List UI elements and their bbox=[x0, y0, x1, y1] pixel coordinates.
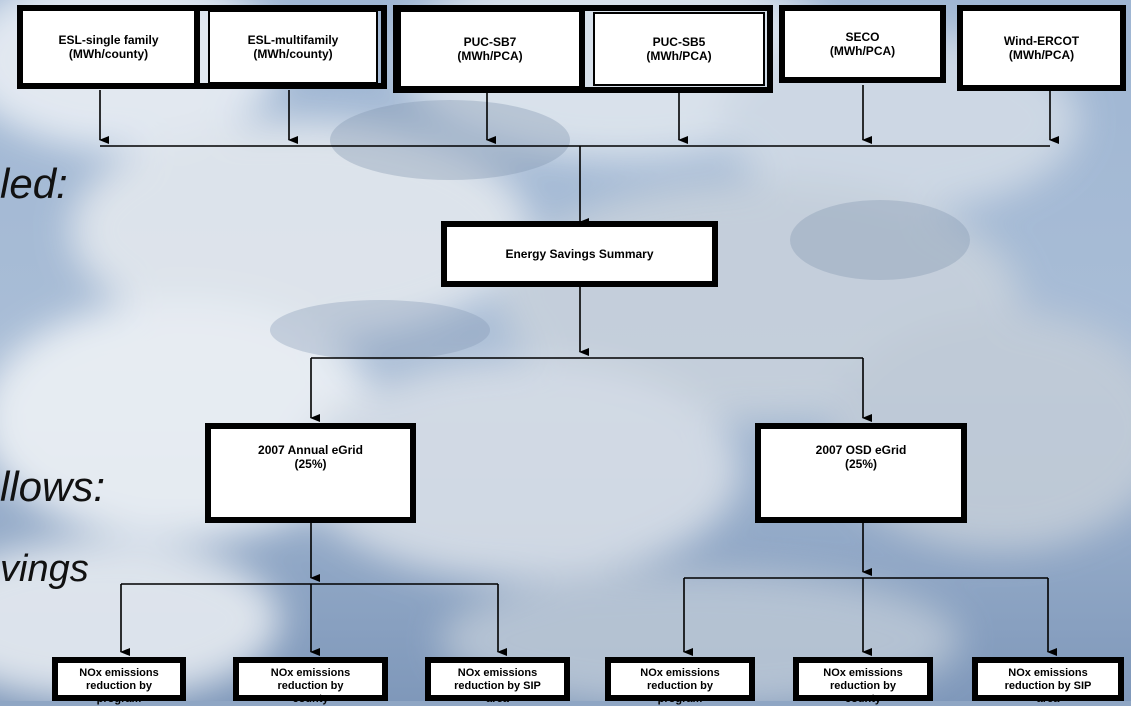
source-name: SECO bbox=[845, 30, 880, 44]
output-line-2: reduction by bbox=[646, 680, 713, 692]
source-name: PUC-SB5 bbox=[652, 35, 706, 49]
source-name: Wind-ERCOT bbox=[1003, 34, 1080, 48]
output-line-2: reduction by bbox=[829, 680, 896, 692]
partial-text-3: vings bbox=[0, 548, 89, 590]
partial-text-2: llows: bbox=[0, 463, 106, 510]
output-line-1: NOx emissions bbox=[457, 667, 538, 679]
source-unit: (MWh/county) bbox=[68, 47, 149, 61]
output-line-2: reduction by bbox=[277, 680, 344, 692]
source-unit: (MWh/PCA) bbox=[457, 49, 523, 63]
source-box-seco: SECO(MWh/PCA) bbox=[779, 5, 946, 83]
source-box-puc-sb5: PUC-SB5(MWh/PCA) bbox=[593, 12, 765, 86]
source-unit: (MWh/PCA) bbox=[646, 49, 712, 63]
grid-name: 2007 OSD eGrid bbox=[815, 443, 907, 457]
output-line-3: county bbox=[844, 693, 882, 705]
source-name: PUC-SB7 bbox=[463, 35, 517, 49]
output-line-3: county bbox=[292, 693, 329, 705]
grid-box-annual-egrid: 2007 Annual eGrid(25%) bbox=[205, 423, 416, 523]
summary-label: Energy Savings Summary bbox=[505, 247, 654, 261]
output-line-1: NOx emissions bbox=[823, 667, 903, 679]
source-unit: (MWh/PCA) bbox=[829, 44, 896, 58]
source-unit: (MWh/PCA) bbox=[1008, 48, 1075, 62]
output-line-2: reduction by bbox=[85, 680, 152, 692]
grid-share: (25%) bbox=[294, 457, 327, 471]
output-line-3: program bbox=[96, 693, 142, 705]
output-line-1: NOx emissions bbox=[1008, 667, 1088, 679]
output-line-3: program bbox=[657, 693, 703, 705]
output-line-1: NOx emissions bbox=[79, 667, 159, 679]
source-name: ESL-single family bbox=[58, 33, 159, 47]
source-name: ESL-multifamily bbox=[247, 33, 339, 47]
source-box-esl-single-family: ESL-single family(MWh/county) bbox=[17, 5, 200, 89]
output-line-2: reduction by SIP bbox=[1004, 680, 1092, 692]
output-line-3: area bbox=[486, 693, 509, 705]
output-line-3: area bbox=[1036, 693, 1060, 705]
source-box-wind-ercot: Wind-ERCOT(MWh/PCA) bbox=[957, 5, 1126, 91]
grid-box-osd-egrid: 2007 OSD eGrid(25%) bbox=[755, 423, 967, 523]
source-box-puc-sb7: PUC-SB7(MWh/PCA) bbox=[395, 6, 585, 92]
output-line-2: reduction by SIP bbox=[454, 680, 541, 692]
grid-name: 2007 Annual eGrid bbox=[258, 443, 363, 457]
output-line-1: NOx emissions bbox=[270, 667, 351, 679]
source-box-esl-multifamily: ESL-multifamily(MWh/county) bbox=[208, 10, 378, 84]
output-line-1: NOx emissions bbox=[640, 667, 720, 679]
energy-savings-summary-box: Energy Savings Summary bbox=[441, 221, 718, 287]
partial-text-1: led: bbox=[0, 160, 68, 207]
grid-share: (25%) bbox=[844, 457, 877, 471]
source-unit: (MWh/county) bbox=[253, 47, 333, 61]
